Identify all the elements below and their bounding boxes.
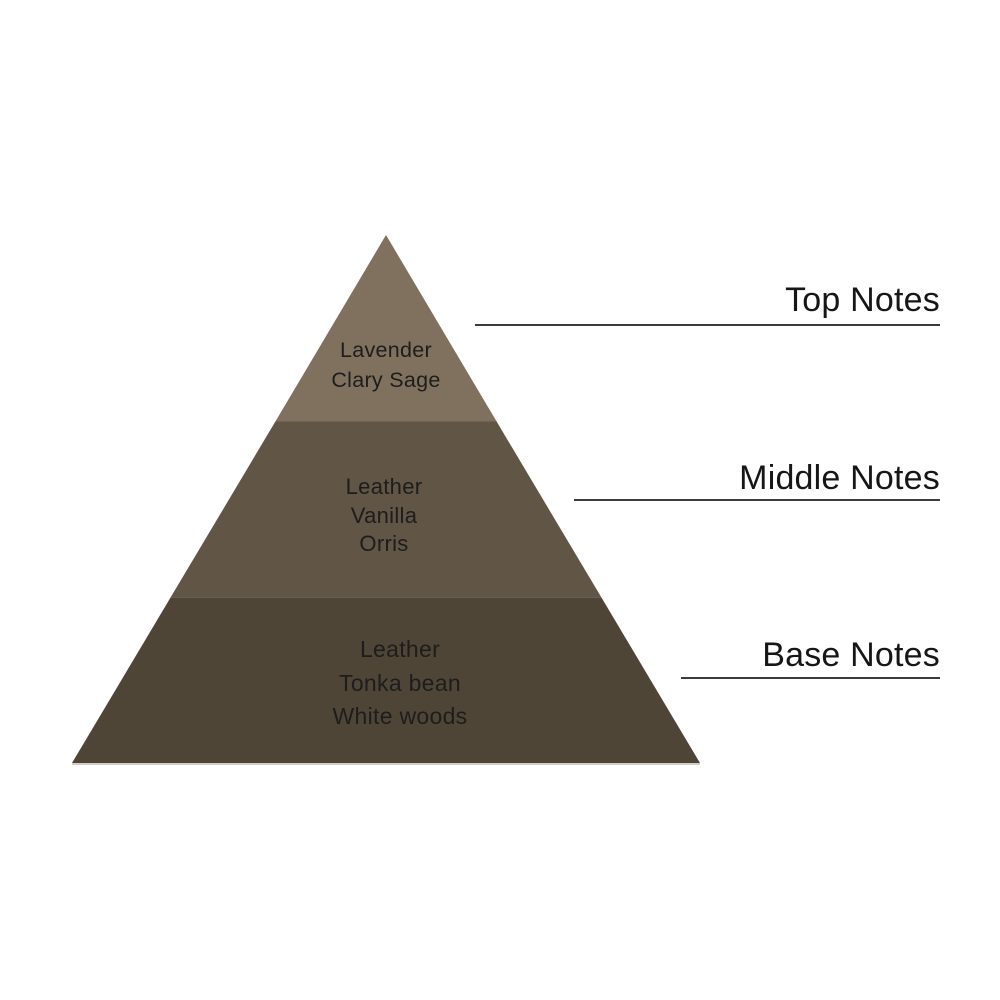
base-notes-underline: [681, 677, 940, 679]
note-line: Clary Sage: [331, 368, 441, 392]
base-notes-label: Base Notes: [762, 636, 940, 674]
tier-base-notes: Leather Tonka bean White woods: [290, 633, 510, 734]
pyramid-base-edge: [72, 763, 700, 765]
note-line: Tonka bean: [339, 669, 461, 696]
top-notes-underline: [475, 324, 940, 326]
note-line: White woods: [332, 703, 468, 729]
note-line: Lavender: [339, 338, 433, 362]
tier-top-notes: Lavender Clary Sage: [286, 335, 486, 395]
tier-base-shape: [72, 597, 700, 763]
middle-notes-underline: [574, 499, 940, 501]
note-line: Vanilla: [350, 502, 418, 528]
tier-middle-notes: Leather Vanilla Orris: [284, 473, 484, 559]
note-line: Leather: [359, 636, 441, 662]
tier-top-shape: [275, 235, 497, 422]
top-notes-label: Top Notes: [785, 281, 940, 319]
middle-notes-label: Middle Notes: [739, 459, 940, 497]
note-line: Orris: [359, 531, 409, 556]
note-line: Leather: [345, 474, 423, 499]
tier-middle-shape: [170, 421, 602, 598]
